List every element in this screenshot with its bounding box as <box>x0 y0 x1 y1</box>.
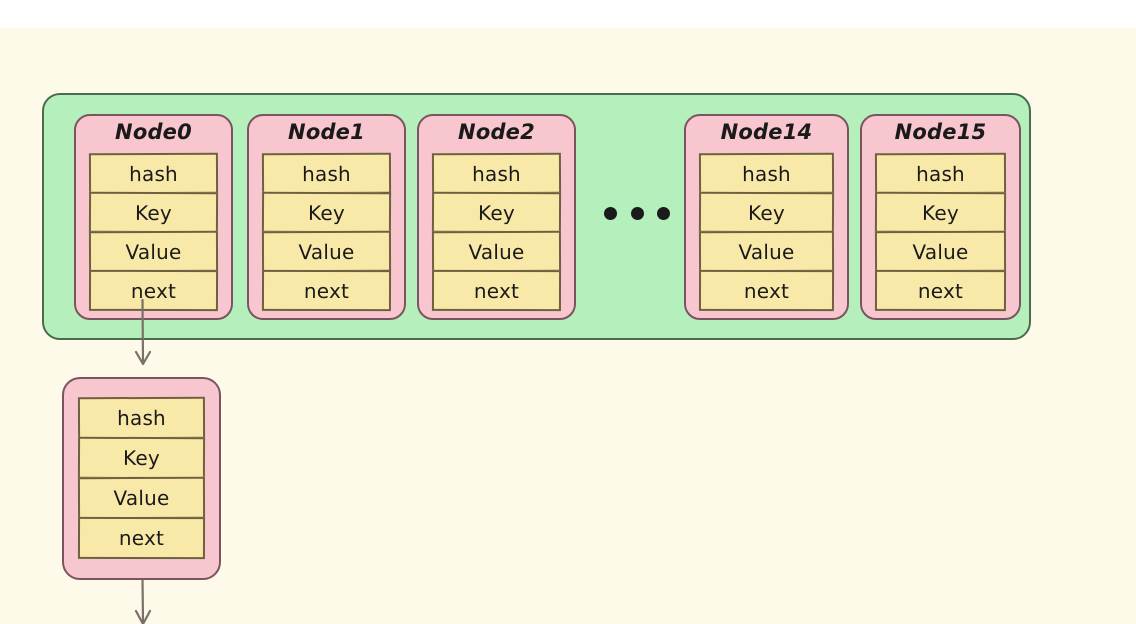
overflow-field-key: Key <box>77 436 206 480</box>
node-field-key-1: Key <box>261 191 392 234</box>
node-field-next-15: next <box>874 269 1007 312</box>
overflow-node-fields: hash Key Value next <box>77 396 206 560</box>
node-field-value-15: Value <box>874 230 1007 273</box>
node-card-2[interactable]: Node2 hash Key Value next <box>417 114 576 320</box>
node-field-next-2: next <box>431 269 562 312</box>
ellipsis-indicator <box>604 200 670 226</box>
node-title-15: Node15 <box>894 120 987 144</box>
node-field-hash-15: hash <box>874 152 1007 195</box>
node-title-1: Node1 <box>288 120 365 144</box>
node-field-value-14: Value <box>698 230 835 273</box>
overflow-field-next: next <box>77 516 206 560</box>
node-title-0: Node0 <box>115 120 192 144</box>
node-fields-0: hash Key Value next <box>88 152 219 312</box>
node-card-14[interactable]: Node14 hash Key Value next <box>684 114 849 320</box>
node-field-hash-2: hash <box>431 152 562 195</box>
overflow-field-value: Value <box>77 476 206 520</box>
node-fields-2: hash Key Value next <box>431 152 562 312</box>
arrow-overflow-to-next <box>134 576 152 624</box>
top-white-band <box>0 0 1136 28</box>
node-field-key-0: Key <box>88 191 219 234</box>
node-fields-14: hash Key Value next <box>698 152 835 312</box>
overflow-node-card[interactable]: hash Key Value next <box>62 377 221 580</box>
node-field-hash-0: hash <box>88 152 219 195</box>
overflow-field-hash: hash <box>77 396 206 440</box>
node-title-14: Node14 <box>720 120 813 144</box>
node-card-15[interactable]: Node15 hash Key Value next <box>860 114 1021 320</box>
node-field-hash-14: hash <box>698 152 835 195</box>
node-title-2: Node2 <box>458 120 535 144</box>
node-field-value-0: Value <box>88 230 219 273</box>
node-field-key-15: Key <box>874 191 1007 234</box>
node-card-1[interactable]: Node1 hash Key Value next <box>247 114 406 320</box>
bucket-array-container: Node0 hash Key Value next Node1 hash Key… <box>42 93 1031 340</box>
ellipsis-dot-3 <box>657 206 670 220</box>
node-field-hash-1: hash <box>261 152 392 195</box>
node-field-value-2: Value <box>431 230 562 273</box>
node-field-key-2: Key <box>431 191 562 234</box>
ellipsis-dot-1 <box>604 206 617 220</box>
node-field-key-14: Key <box>698 191 835 234</box>
ellipsis-dot-2 <box>630 206 644 220</box>
node-field-value-1: Value <box>261 230 392 273</box>
node-field-next-1: next <box>261 269 392 312</box>
node-fields-15: hash Key Value next <box>874 152 1007 312</box>
node-field-next-0: next <box>88 269 219 312</box>
node-fields-1: hash Key Value next <box>261 152 392 312</box>
node-card-0[interactable]: Node0 hash Key Value next <box>74 114 233 320</box>
node-field-next-14: next <box>698 269 835 312</box>
